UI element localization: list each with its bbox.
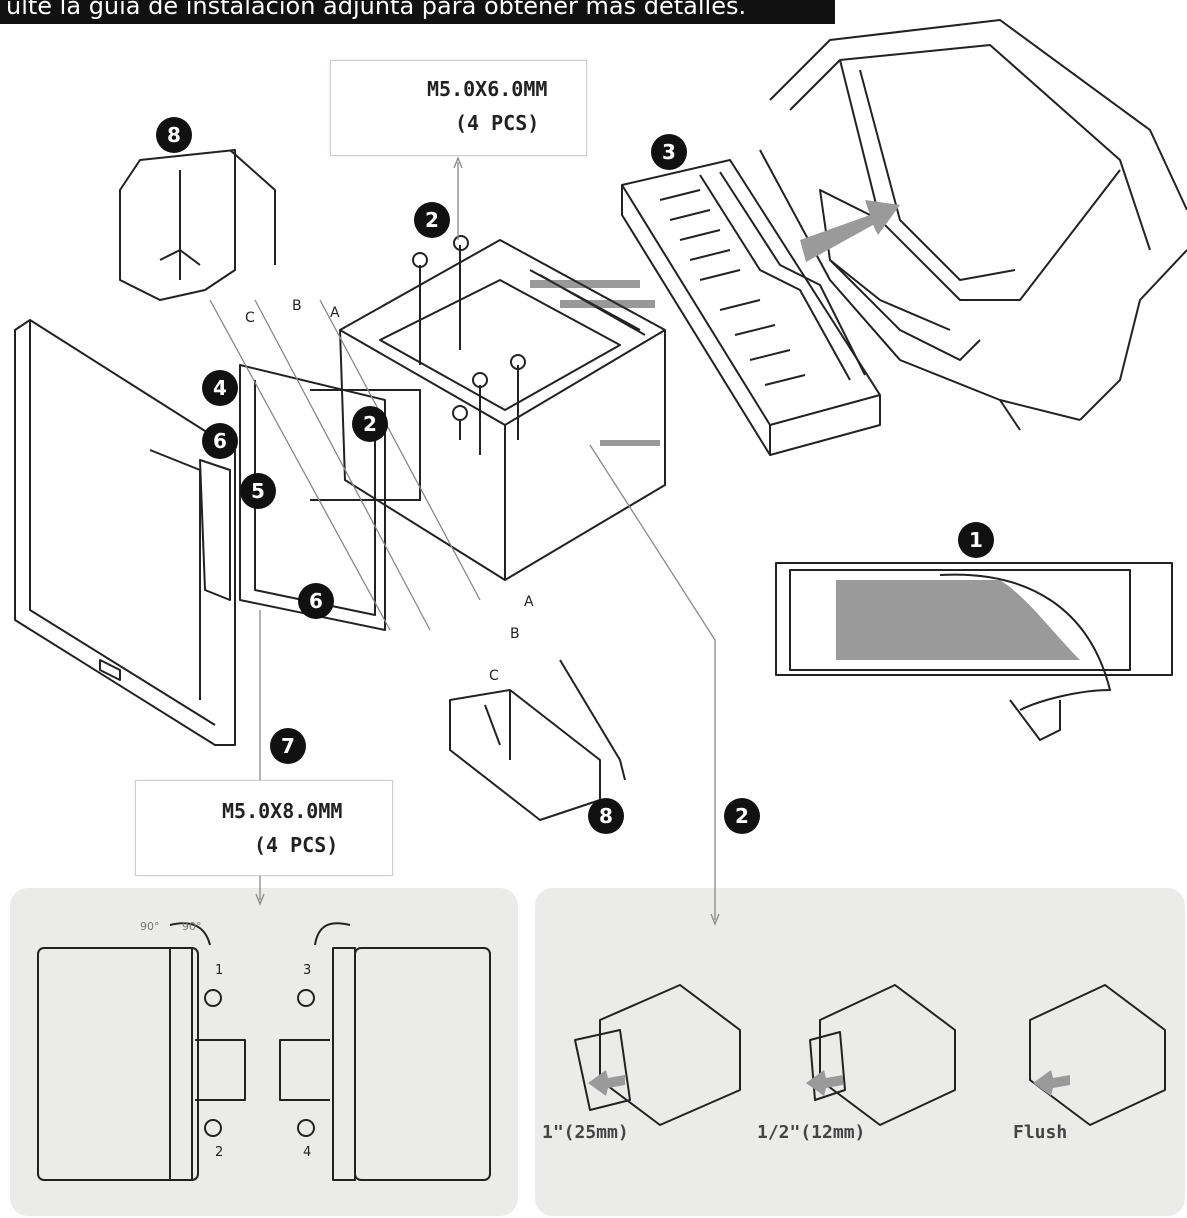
mounting-sleeve-outline [621, 159, 881, 456]
grey-arrows [588, 200, 1070, 1096]
label-c-top: C [245, 310, 255, 326]
radio-chassis-outline [339, 239, 666, 581]
step-badge-8: 8 [588, 798, 624, 834]
step-badge-8: 8 [156, 117, 192, 153]
step-badge-6: 6 [202, 423, 238, 459]
screw-number-2: 2 [215, 1145, 224, 1160]
depth-panel [535, 888, 1185, 1216]
depth-option-12mm: 1/2"(12mm) [757, 1122, 866, 1143]
side-bracket-bottom-outline [449, 659, 626, 821]
depth-option-flush: Flush [1013, 1122, 1068, 1143]
label-b-top: B [292, 298, 302, 314]
depth-option-25mm: 1"(25mm) [542, 1122, 629, 1143]
rotation-degree-right: 90° [182, 920, 202, 933]
banner-text: ulte la guía de instalación adjunta para… [6, 0, 747, 20]
screw-spec-top: M5.0X6.0MM (4 PCS) [330, 60, 587, 156]
screw-number-1: 1 [215, 963, 224, 978]
dashboard-illustration [759, 19, 1187, 431]
screw-spec-bottom-qty: (4 PCS) [254, 833, 339, 857]
screw-spec-bottom: M5.0X8.0MM (4 PCS) [135, 780, 393, 876]
protective-film-illustration [775, 562, 1173, 741]
depth-drawings [574, 984, 1166, 1126]
step-badge-7: 7 [270, 728, 306, 764]
screw-number-4: 4 [303, 1145, 312, 1160]
label-a-bottom: A [524, 594, 534, 610]
instruction-banner: ulte la guía de instalación adjunta para… [0, 0, 835, 24]
step-badge-3: 3 [651, 134, 687, 170]
step-badge-1: 1 [958, 522, 994, 558]
screw-spec-top-qty: (4 PCS) [455, 111, 540, 135]
rotation-degree-left: 90° [140, 920, 160, 933]
step-badge-4: 4 [202, 370, 238, 406]
label-b-bottom: B [510, 626, 520, 642]
chassis-screws [412, 235, 526, 455]
rotation-drawing [37, 922, 491, 1181]
screw-spec-bottom-size: M5.0X8.0MM [222, 799, 343, 823]
step-badge-2: 2 [414, 202, 450, 238]
step-badge-2: 2 [352, 406, 388, 442]
step-badge-2: 2 [724, 798, 760, 834]
screw-number-3: 3 [303, 963, 312, 978]
step-badge-6: 6 [298, 583, 334, 619]
step-badge-5: 5 [240, 473, 276, 509]
side-bracket-top-outline [119, 149, 276, 301]
screw-spec-top-size: M5.0X6.0MM [427, 77, 548, 101]
rotation-panel [10, 888, 518, 1216]
label-a-top: A [330, 305, 340, 321]
label-c-bottom: C [489, 668, 499, 684]
